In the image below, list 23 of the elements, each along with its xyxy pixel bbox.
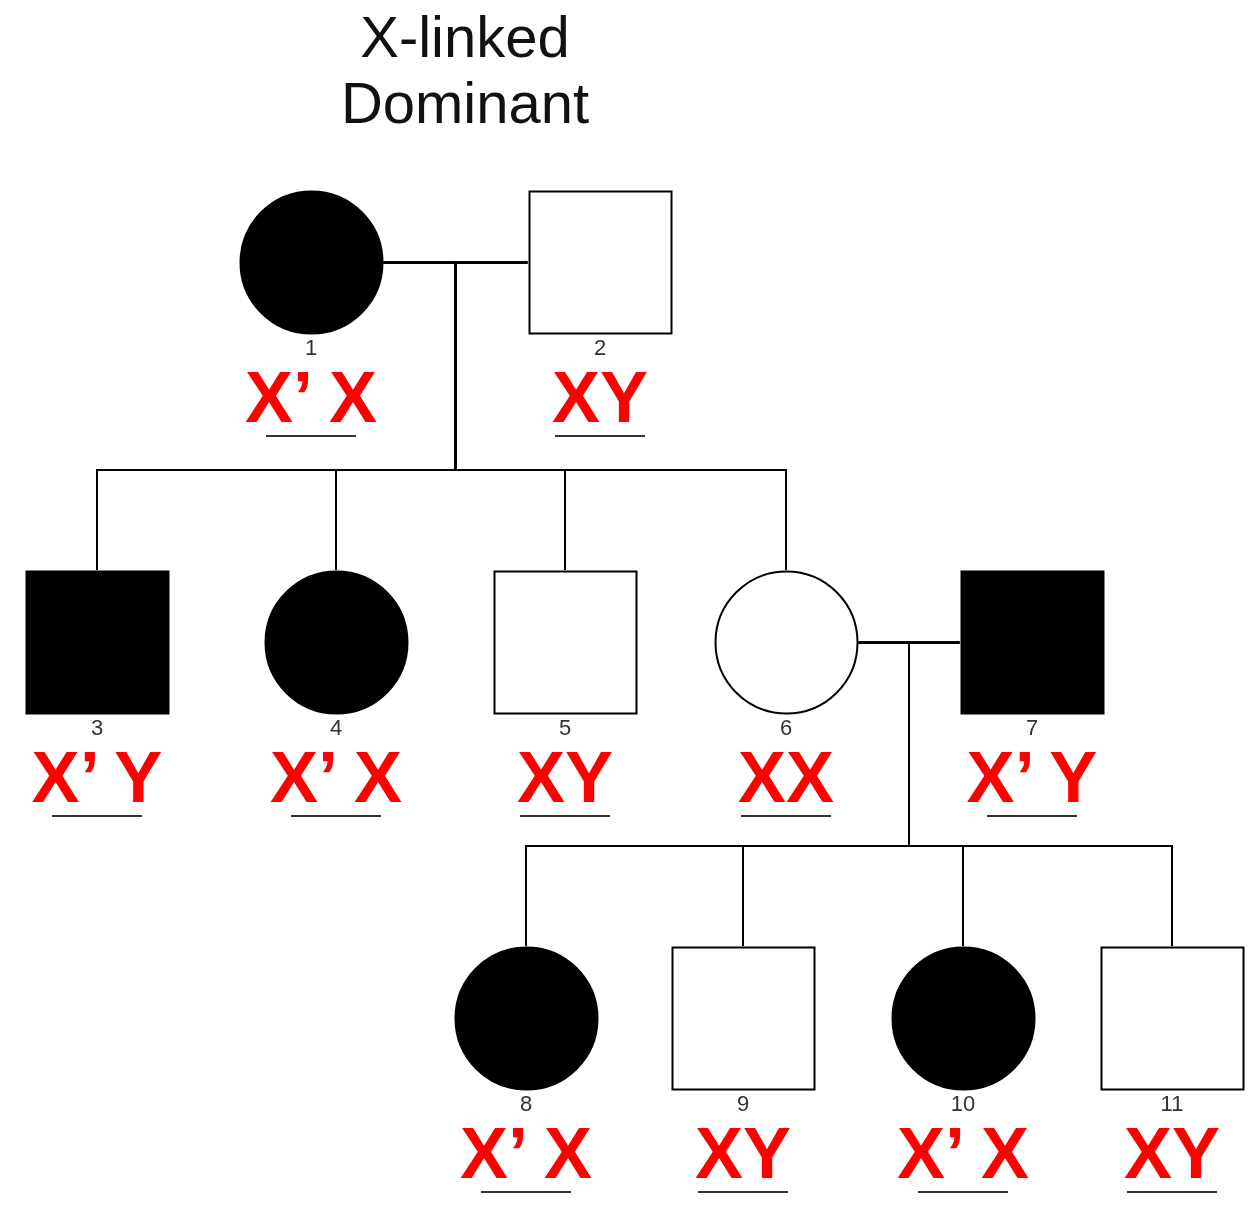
genotype-label: X’ X xyxy=(244,361,378,433)
genotype-label: XY xyxy=(551,361,648,433)
individual-number: 9 xyxy=(736,1091,750,1117)
genotype-label: X’ X xyxy=(896,1117,1030,1189)
genotype-label: X’ X xyxy=(459,1117,593,1189)
individual-number: 6 xyxy=(779,715,793,741)
genotype-label: XX xyxy=(737,741,834,813)
individual-number: 4 xyxy=(329,715,343,741)
genotype-label: X’ X xyxy=(269,741,403,813)
genotype-label: X’ Y xyxy=(31,741,163,813)
individual-number: 2 xyxy=(593,335,607,361)
individual-number: 5 xyxy=(558,715,572,741)
genotype-label: XY xyxy=(694,1117,791,1189)
genotype-label: XY xyxy=(1123,1117,1220,1189)
genotype-label: X’ Y xyxy=(966,741,1098,813)
individual-number: 7 xyxy=(1025,715,1039,741)
genotype-label: XY xyxy=(516,741,613,813)
diagram-title: X-linked Dominant xyxy=(339,4,591,136)
individual-number: 10 xyxy=(950,1091,976,1117)
individual-number: 3 xyxy=(90,715,104,741)
individual-number: 11 xyxy=(1160,1091,1184,1117)
individual-number: 1 xyxy=(304,335,318,361)
individual-number: 8 xyxy=(519,1091,533,1117)
